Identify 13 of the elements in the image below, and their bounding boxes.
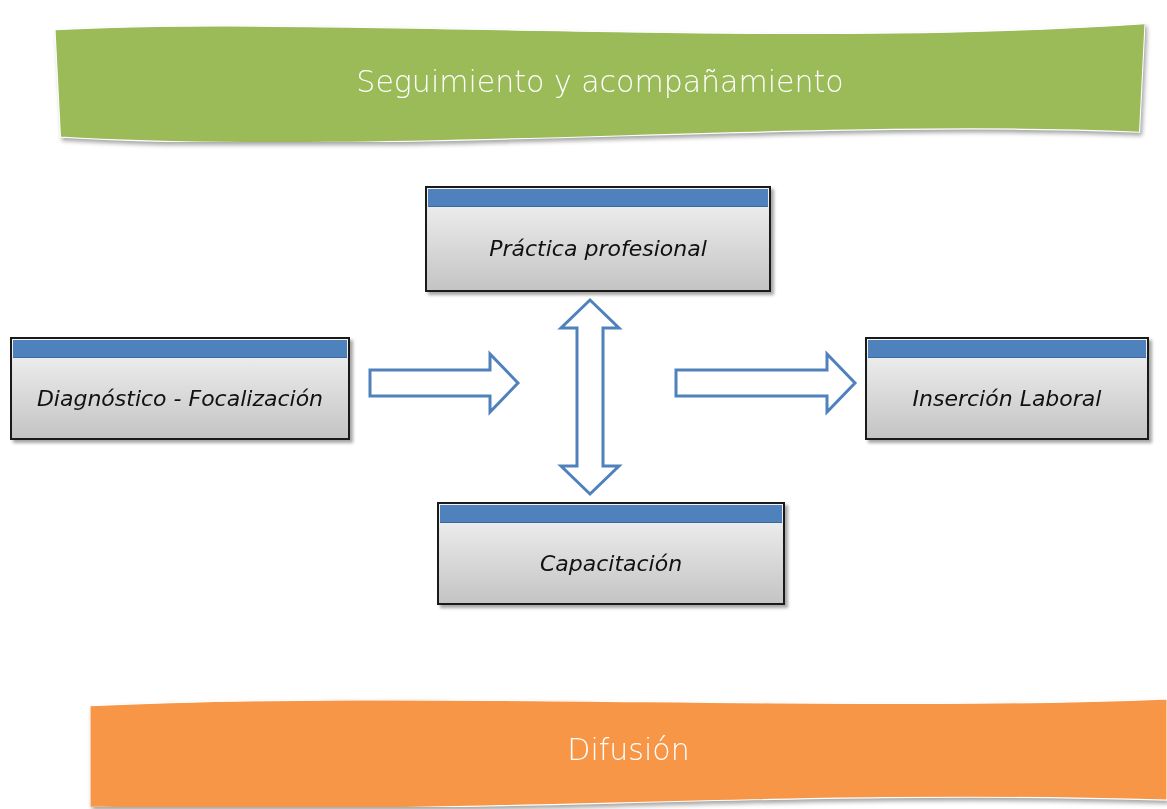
box-label: Diagnóstico - Focalización (36, 384, 324, 413)
box-label: Inserción Laboral (912, 384, 1102, 413)
process-box (437, 502, 785, 605)
block-arrow (368, 350, 521, 416)
process-box (10, 337, 350, 440)
box-label: Práctica profesional (489, 235, 707, 263)
banner-title: Difusión (567, 731, 690, 769)
process-box (865, 337, 1149, 440)
block-arrow (557, 297, 623, 497)
block-arrow (674, 350, 858, 416)
process-box (425, 186, 771, 292)
box-label: Capacitación (539, 549, 683, 578)
banner-title: Seguimiento y acompañamiento (356, 62, 844, 101)
